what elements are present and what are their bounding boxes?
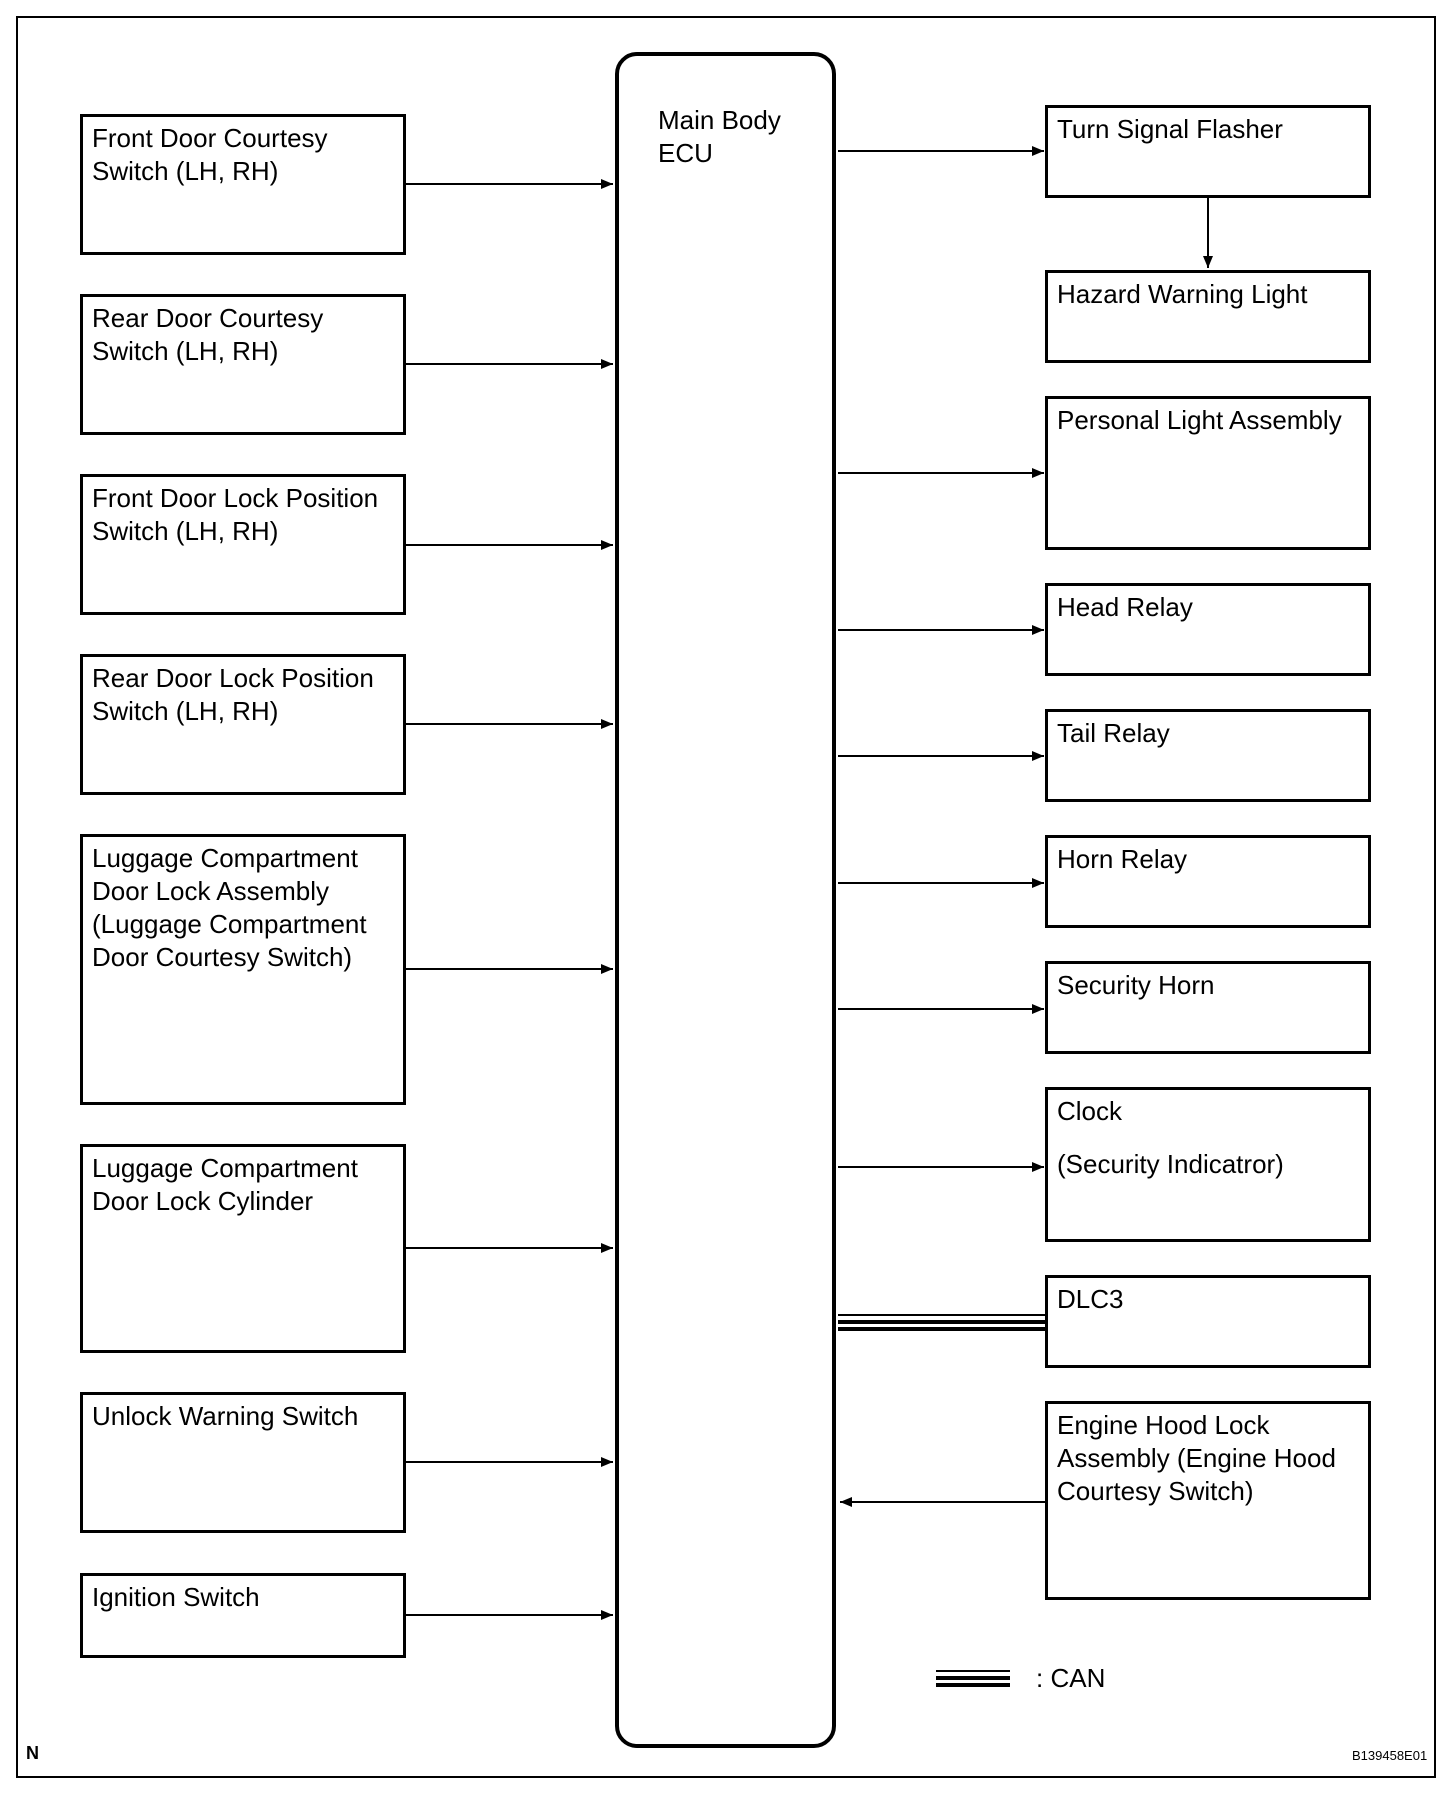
figure-code: B139458E01 bbox=[1352, 1748, 1428, 1763]
turn-signal-flasher-label: Turn Signal Flasher bbox=[1057, 114, 1283, 144]
engine-hood-lock-assembly-label: Engine Hood Lock Assembly (Engine Hood C… bbox=[1057, 1410, 1336, 1506]
clock-box: Clock (Security Indicatror) bbox=[1045, 1087, 1371, 1242]
tail-relay-box: Tail Relay bbox=[1045, 709, 1371, 802]
personal-light-assembly-label: Personal Light Assembly bbox=[1057, 405, 1342, 435]
can-bus-ecu-dlc3 bbox=[838, 1314, 1046, 1331]
luggage-compartment-door-lock-cylinder-box: Luggage Compartment Door Lock Cylinder bbox=[80, 1144, 406, 1353]
ignition-switch-label: Ignition Switch bbox=[92, 1582, 260, 1612]
dlc3-box: DLC3 bbox=[1045, 1275, 1371, 1368]
front-door-courtesy-switch-label: Front Door Courtesy Switch (LH, RH) bbox=[92, 123, 328, 186]
front-door-lock-position-switch-label: Front Door Lock Position Switch (LH, RH) bbox=[92, 483, 379, 546]
rear-door-courtesy-switch-label: Rear Door Courtesy Switch (LH, RH) bbox=[92, 303, 324, 366]
clock-security-indicator-label: (Security Indicatror) bbox=[1057, 1149, 1284, 1179]
main-body-ecu: Main Body ECU bbox=[615, 52, 836, 1748]
unlock-warning-switch-box: Unlock Warning Switch bbox=[80, 1392, 406, 1533]
hazard-warning-light-box: Hazard Warning Light bbox=[1045, 270, 1371, 363]
head-relay-label: Head Relay bbox=[1057, 592, 1193, 622]
head-relay-box: Head Relay bbox=[1045, 583, 1371, 676]
diagram-frame bbox=[16, 16, 1436, 1778]
ignition-switch-box: Ignition Switch bbox=[80, 1573, 406, 1658]
corner-mark: N bbox=[26, 1743, 39, 1763]
security-horn-box: Security Horn bbox=[1045, 961, 1371, 1054]
luggage-compartment-door-lock-assembly-box: Luggage Compartment Door Lock Assembly (… bbox=[80, 834, 406, 1105]
rear-door-lock-position-switch-label: Rear Door Lock Position Switch (LH, RH) bbox=[92, 663, 374, 726]
rear-door-courtesy-switch-box: Rear Door Courtesy Switch (LH, RH) bbox=[80, 294, 406, 435]
legend-can-symbol bbox=[936, 1670, 1010, 1687]
engine-hood-lock-assembly-box: Engine Hood Lock Assembly (Engine Hood C… bbox=[1045, 1401, 1371, 1600]
front-door-lock-position-switch-box: Front Door Lock Position Switch (LH, RH) bbox=[80, 474, 406, 615]
hazard-warning-light-label: Hazard Warning Light bbox=[1057, 279, 1308, 309]
luggage-compartment-door-lock-cylinder-label: Luggage Compartment Door Lock Cylinder bbox=[92, 1153, 358, 1216]
horn-relay-label: Horn Relay bbox=[1057, 844, 1188, 874]
unlock-warning-switch-label: Unlock Warning Switch bbox=[92, 1401, 359, 1431]
tail-relay-label: Tail Relay bbox=[1057, 718, 1170, 748]
turn-signal-flasher-box: Turn Signal Flasher bbox=[1045, 105, 1371, 198]
rear-door-lock-position-switch-box: Rear Door Lock Position Switch (LH, RH) bbox=[80, 654, 406, 795]
luggage-compartment-door-lock-assembly-label: Luggage Compartment Door Lock Assembly (… bbox=[92, 843, 367, 972]
legend-can-label: : CAN bbox=[1036, 1663, 1106, 1693]
front-door-courtesy-switch-box: Front Door Courtesy Switch (LH, RH) bbox=[80, 114, 406, 255]
security-horn-label: Security Horn bbox=[1057, 970, 1215, 1000]
dlc3-label: DLC3 bbox=[1057, 1284, 1124, 1314]
main-body-ecu-label: Main Body ECU bbox=[658, 105, 781, 168]
clock-label: Clock bbox=[1057, 1096, 1123, 1126]
personal-light-assembly-box: Personal Light Assembly bbox=[1045, 396, 1371, 550]
horn-relay-box: Horn Relay bbox=[1045, 835, 1371, 928]
